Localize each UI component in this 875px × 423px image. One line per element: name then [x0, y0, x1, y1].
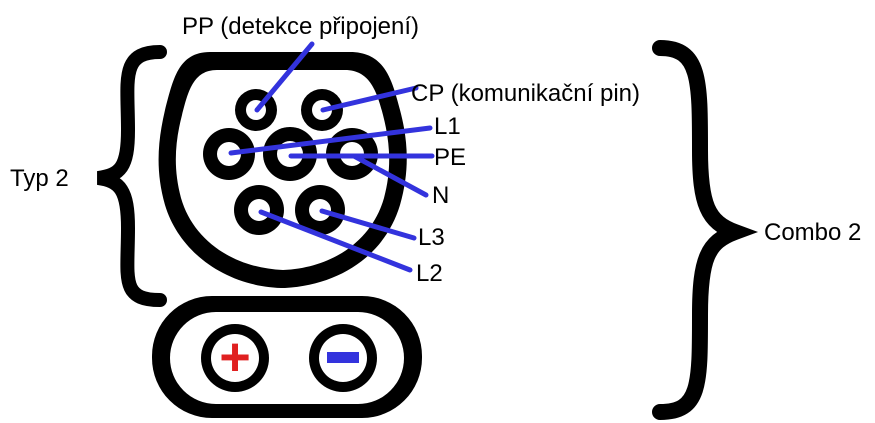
leader-pp	[254, 41, 315, 113]
label-l2: L2	[416, 260, 443, 287]
leader-l1	[228, 125, 433, 156]
label-l1: L1	[434, 113, 461, 140]
pin-l2	[234, 185, 284, 235]
type2-brace	[96, 45, 167, 307]
label-n: N	[432, 182, 449, 209]
dc-plus-sign: +	[219, 327, 251, 387]
leader-n	[351, 153, 429, 198]
leader-l2	[258, 209, 413, 273]
label-pp: PP (detekce připojení)	[182, 13, 419, 40]
leader-l3	[319, 208, 417, 241]
label-type2: Typ 2	[10, 165, 69, 192]
leader-cp	[320, 85, 419, 113]
dc-minus-text: −	[333, 345, 353, 371]
label-cp: CP (komunikační pin)	[411, 80, 640, 107]
combo2-brace	[652, 40, 759, 420]
dc-minus-sign	[327, 352, 359, 363]
label-pe: PE	[434, 144, 466, 171]
dc-plus-pin-inner	[211, 334, 259, 382]
leader-lines	[228, 41, 435, 273]
label-combo2: Combo 2	[764, 219, 861, 246]
label-l3: L3	[418, 224, 445, 251]
